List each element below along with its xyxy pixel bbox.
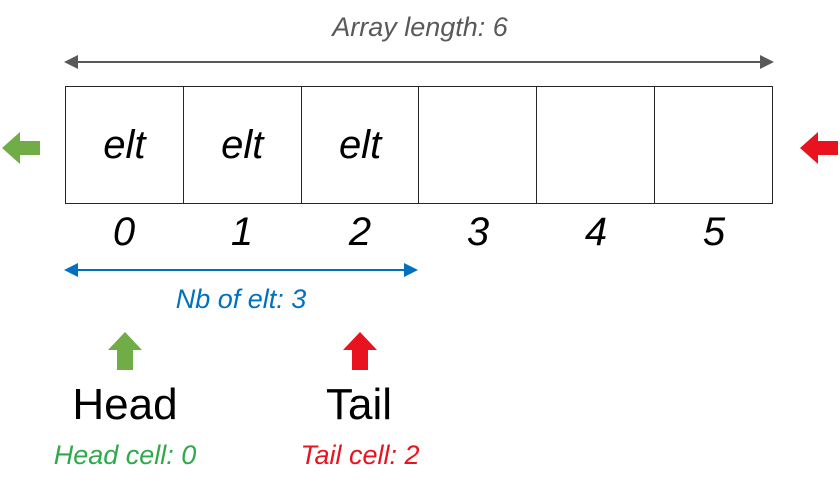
array-cell-1: elt	[184, 87, 302, 203]
element-count-label: Nb of elt: 3	[175, 284, 307, 314]
array-index-3: 3	[466, 210, 490, 254]
head-direction-left-arrow-icon	[2, 132, 40, 164]
array-index-4: 4	[584, 210, 608, 254]
array-length-arrow	[64, 55, 774, 69]
array-cell-0: elt	[66, 87, 184, 203]
tail-direction-left-arrow-icon	[800, 132, 838, 164]
array-box: elt elt elt	[65, 86, 773, 204]
head-label: Head	[72, 380, 178, 429]
array-cell-4	[537, 87, 656, 203]
array-length-label: Array length: 6	[332, 12, 508, 42]
array-cell-3	[419, 87, 538, 203]
tail-label: Tail	[325, 380, 393, 429]
array-index-1: 1	[230, 210, 254, 254]
array-index-2: 2	[348, 210, 372, 254]
head-cell-label: Head cell: 0	[53, 440, 197, 470]
head-up-arrow-icon	[108, 332, 142, 370]
array-index-0: 0	[112, 210, 136, 254]
tail-up-arrow-icon	[343, 332, 377, 370]
array-cell-5	[655, 87, 772, 203]
element-count-arrow	[64, 263, 418, 277]
array-index-5: 5	[702, 210, 726, 254]
tail-cell-label: Tail cell: 2	[300, 440, 420, 470]
array-cell-2: elt	[302, 87, 420, 203]
